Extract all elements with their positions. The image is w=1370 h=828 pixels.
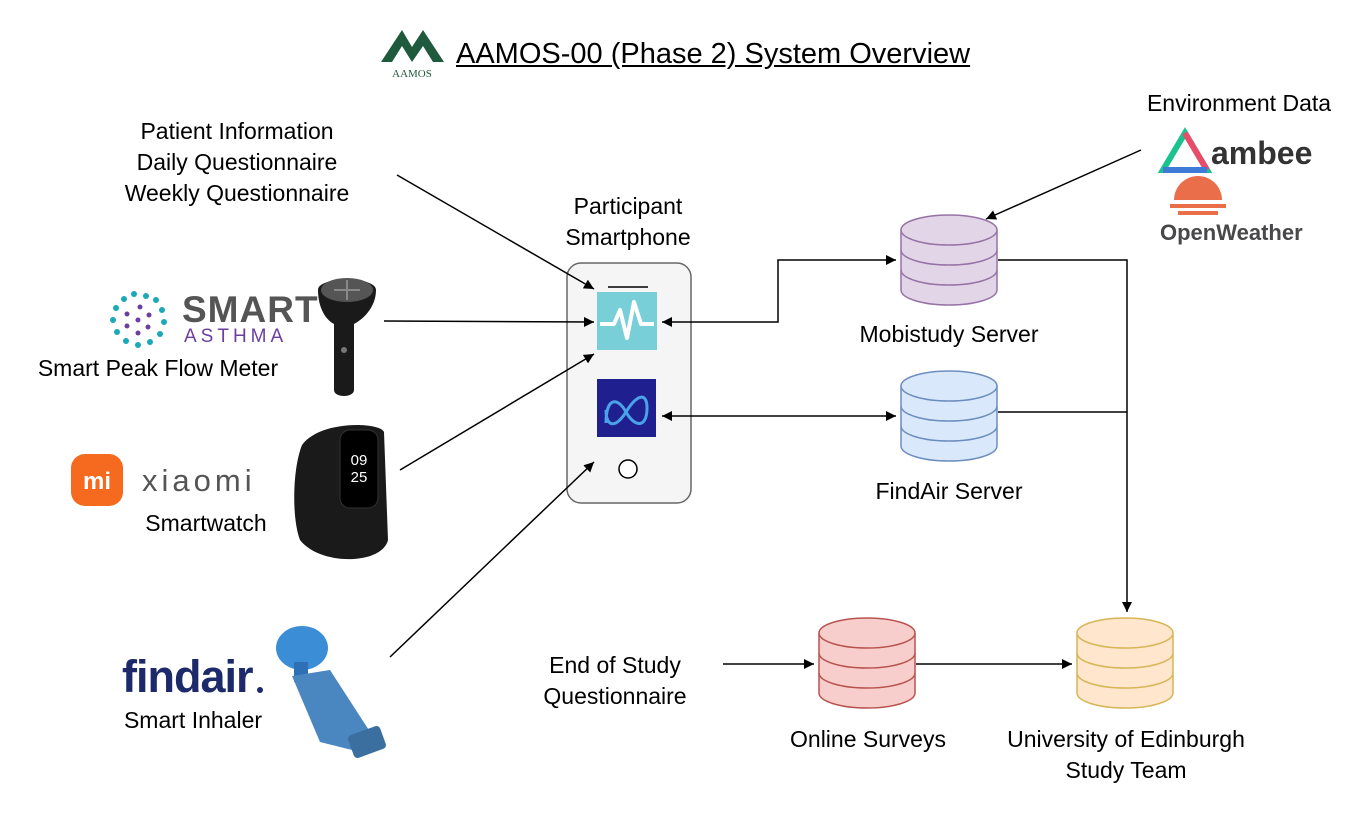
home-button-icon <box>618 459 638 479</box>
aamos-logo-text: AAMOS <box>392 68 432 80</box>
mobistudy-server-label: Mobistudy Server <box>859 321 1039 347</box>
findair-app-icon <box>597 379 656 437</box>
patient-info-line-3: Weekly Questionnaire <box>124 180 350 206</box>
xiaomi-wordmark: xiaomi <box>142 463 256 498</box>
smartphone-label-line-2: Smartphone <box>565 224 691 250</box>
peak-flow-meter-icon <box>318 278 376 396</box>
end-of-study-line-1: End of Study <box>549 652 681 678</box>
smart-asthma-swirl-icon <box>110 291 167 348</box>
arrow-environment-to-mobistudy <box>985 149 1142 220</box>
edinburgh-label-line-1: University of Edinburgh <box>1007 726 1245 752</box>
watch-time-mm: 25 <box>351 469 368 486</box>
arrow-mobistudy-to-edinburgh <box>998 259 1132 612</box>
peak-flow-label: Smart Peak Flow Meter <box>37 355 279 381</box>
watch-time-hh: 09 <box>351 452 368 469</box>
findair-logo: findair <box>122 651 263 702</box>
smartphone-label: Participant Smartphone <box>540 191 716 253</box>
openweather-logo: OpenWeather <box>1160 176 1303 245</box>
inhaler-icon <box>276 626 386 758</box>
findair-server-label: FindAir Server <box>875 478 1023 504</box>
end-of-study-line-2: Questionnaire <box>543 683 687 709</box>
mi-icon <box>71 454 123 506</box>
sun-icon <box>1174 176 1222 200</box>
findair-wordmark: findair <box>122 651 253 702</box>
smart-asthma-logo: SMART ASTHMA <box>110 289 319 348</box>
online-surveys-db <box>818 617 916 709</box>
openweather-wordmark: OpenWeather <box>1160 220 1303 245</box>
connectors <box>383 149 1142 669</box>
patient-info-label: Patient Information Daily Questionnaire … <box>105 116 369 209</box>
online-surveys-label: Online Surveys <box>790 726 946 752</box>
page-title: AAMOS-00 (Phase 2) System Overview <box>456 38 971 70</box>
smart-asthma-line2: ASTHMA <box>184 326 287 347</box>
ambee-wordmark: ambee <box>1211 135 1312 171</box>
findair-dot-icon <box>257 687 263 693</box>
inhaler-label: Smart Inhaler <box>123 707 263 733</box>
patient-info-line-2: Daily Questionnaire <box>136 149 338 175</box>
arrow-phone-mobistudy <box>662 255 896 327</box>
edinburgh-label-line-2: Study Team <box>1065 757 1187 783</box>
ambee-logo: ambee <box>1157 127 1312 173</box>
smartphone <box>566 262 692 504</box>
findair-server-db <box>900 370 998 462</box>
patient-info-line-1: Patient Information <box>140 118 334 144</box>
environment-data-label: Environment Data <box>1146 90 1332 116</box>
edinburgh-label: University of Edinburgh Study Team <box>976 724 1276 786</box>
smartphone-label-line-1: Participant <box>573 193 683 219</box>
end-of-study-label: End of Study Questionnaire <box>520 650 710 712</box>
arrow-inhaler-to-phone <box>389 461 595 658</box>
arrow-watch-to-phone <box>399 353 595 471</box>
smart-asthma-line1: SMART <box>182 289 319 330</box>
xiaomi-logo: mi xiaomi <box>71 454 256 506</box>
mobistudy-app-icon <box>597 292 657 350</box>
mi-icon-text: mi <box>83 468 111 495</box>
edinburgh-db <box>1076 617 1174 709</box>
smartwatch-label: Smartwatch <box>145 510 267 536</box>
mobistudy-server-db <box>900 214 998 306</box>
aamos-logo: AAMOS <box>381 30 444 80</box>
arrow-questionnaires-to-phone <box>396 174 595 290</box>
arrow-peakflow-to-phone <box>383 316 595 327</box>
smartwatch-icon: 09 25 <box>294 425 388 560</box>
